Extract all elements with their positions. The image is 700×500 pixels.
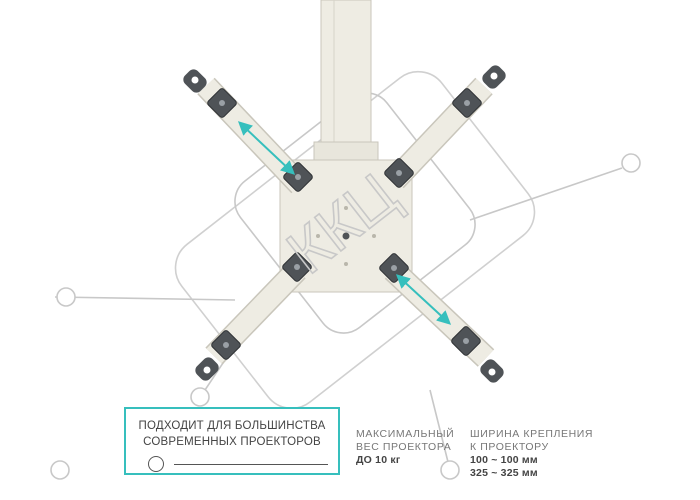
spec-mount-width-value-2: 325 ~ 325 мм xyxy=(470,467,538,479)
spec-mount-width: ШИРИНА КРЕПЛЕНИЯ К ПРОЕКТОРУ 100 ~ 100 м… xyxy=(470,428,593,480)
circle-icon xyxy=(148,456,164,472)
bracket-bolts xyxy=(219,100,470,348)
spec-max-weight-label-1: МАКСИМАЛЬНЫЙ xyxy=(356,428,455,440)
spec-mount-width-value-1: 100 ~ 100 мм xyxy=(470,454,538,466)
compatibility-callout: ПОДХОДИТ ДЛЯ БОЛЬШИНСТВА СОВРЕМЕННЫХ ПРО… xyxy=(124,407,340,475)
spec-mount-width-label-1: ШИРИНА КРЕПЛЕНИЯ xyxy=(470,428,594,440)
adjust-arrow-lower-right xyxy=(395,274,452,325)
spec-mount-width-label-2: К ПРОЕКТОРУ xyxy=(470,441,549,453)
callout-line-1: ПОДХОДИТ ДЛЯ БОЛЬШИНСТВА xyxy=(138,420,326,432)
callout-line-2: СОВРЕМЕННЫХ ПРОЕКТОРОВ xyxy=(143,436,321,448)
spec-max-weight-value: ДО 10 кг xyxy=(356,454,401,466)
ceiling-pole xyxy=(313,0,379,163)
divider xyxy=(174,464,328,465)
adjust-arrow-upper-left xyxy=(237,121,296,175)
arm-end-tabs xyxy=(183,65,506,383)
spec-max-weight: МАКСИМАЛЬНЫЙ ВЕС ПРОЕКТОРА ДО 10 кг xyxy=(356,428,454,467)
spec-max-weight-label-2: ВЕС ПРОЕКТОРА xyxy=(356,441,452,453)
